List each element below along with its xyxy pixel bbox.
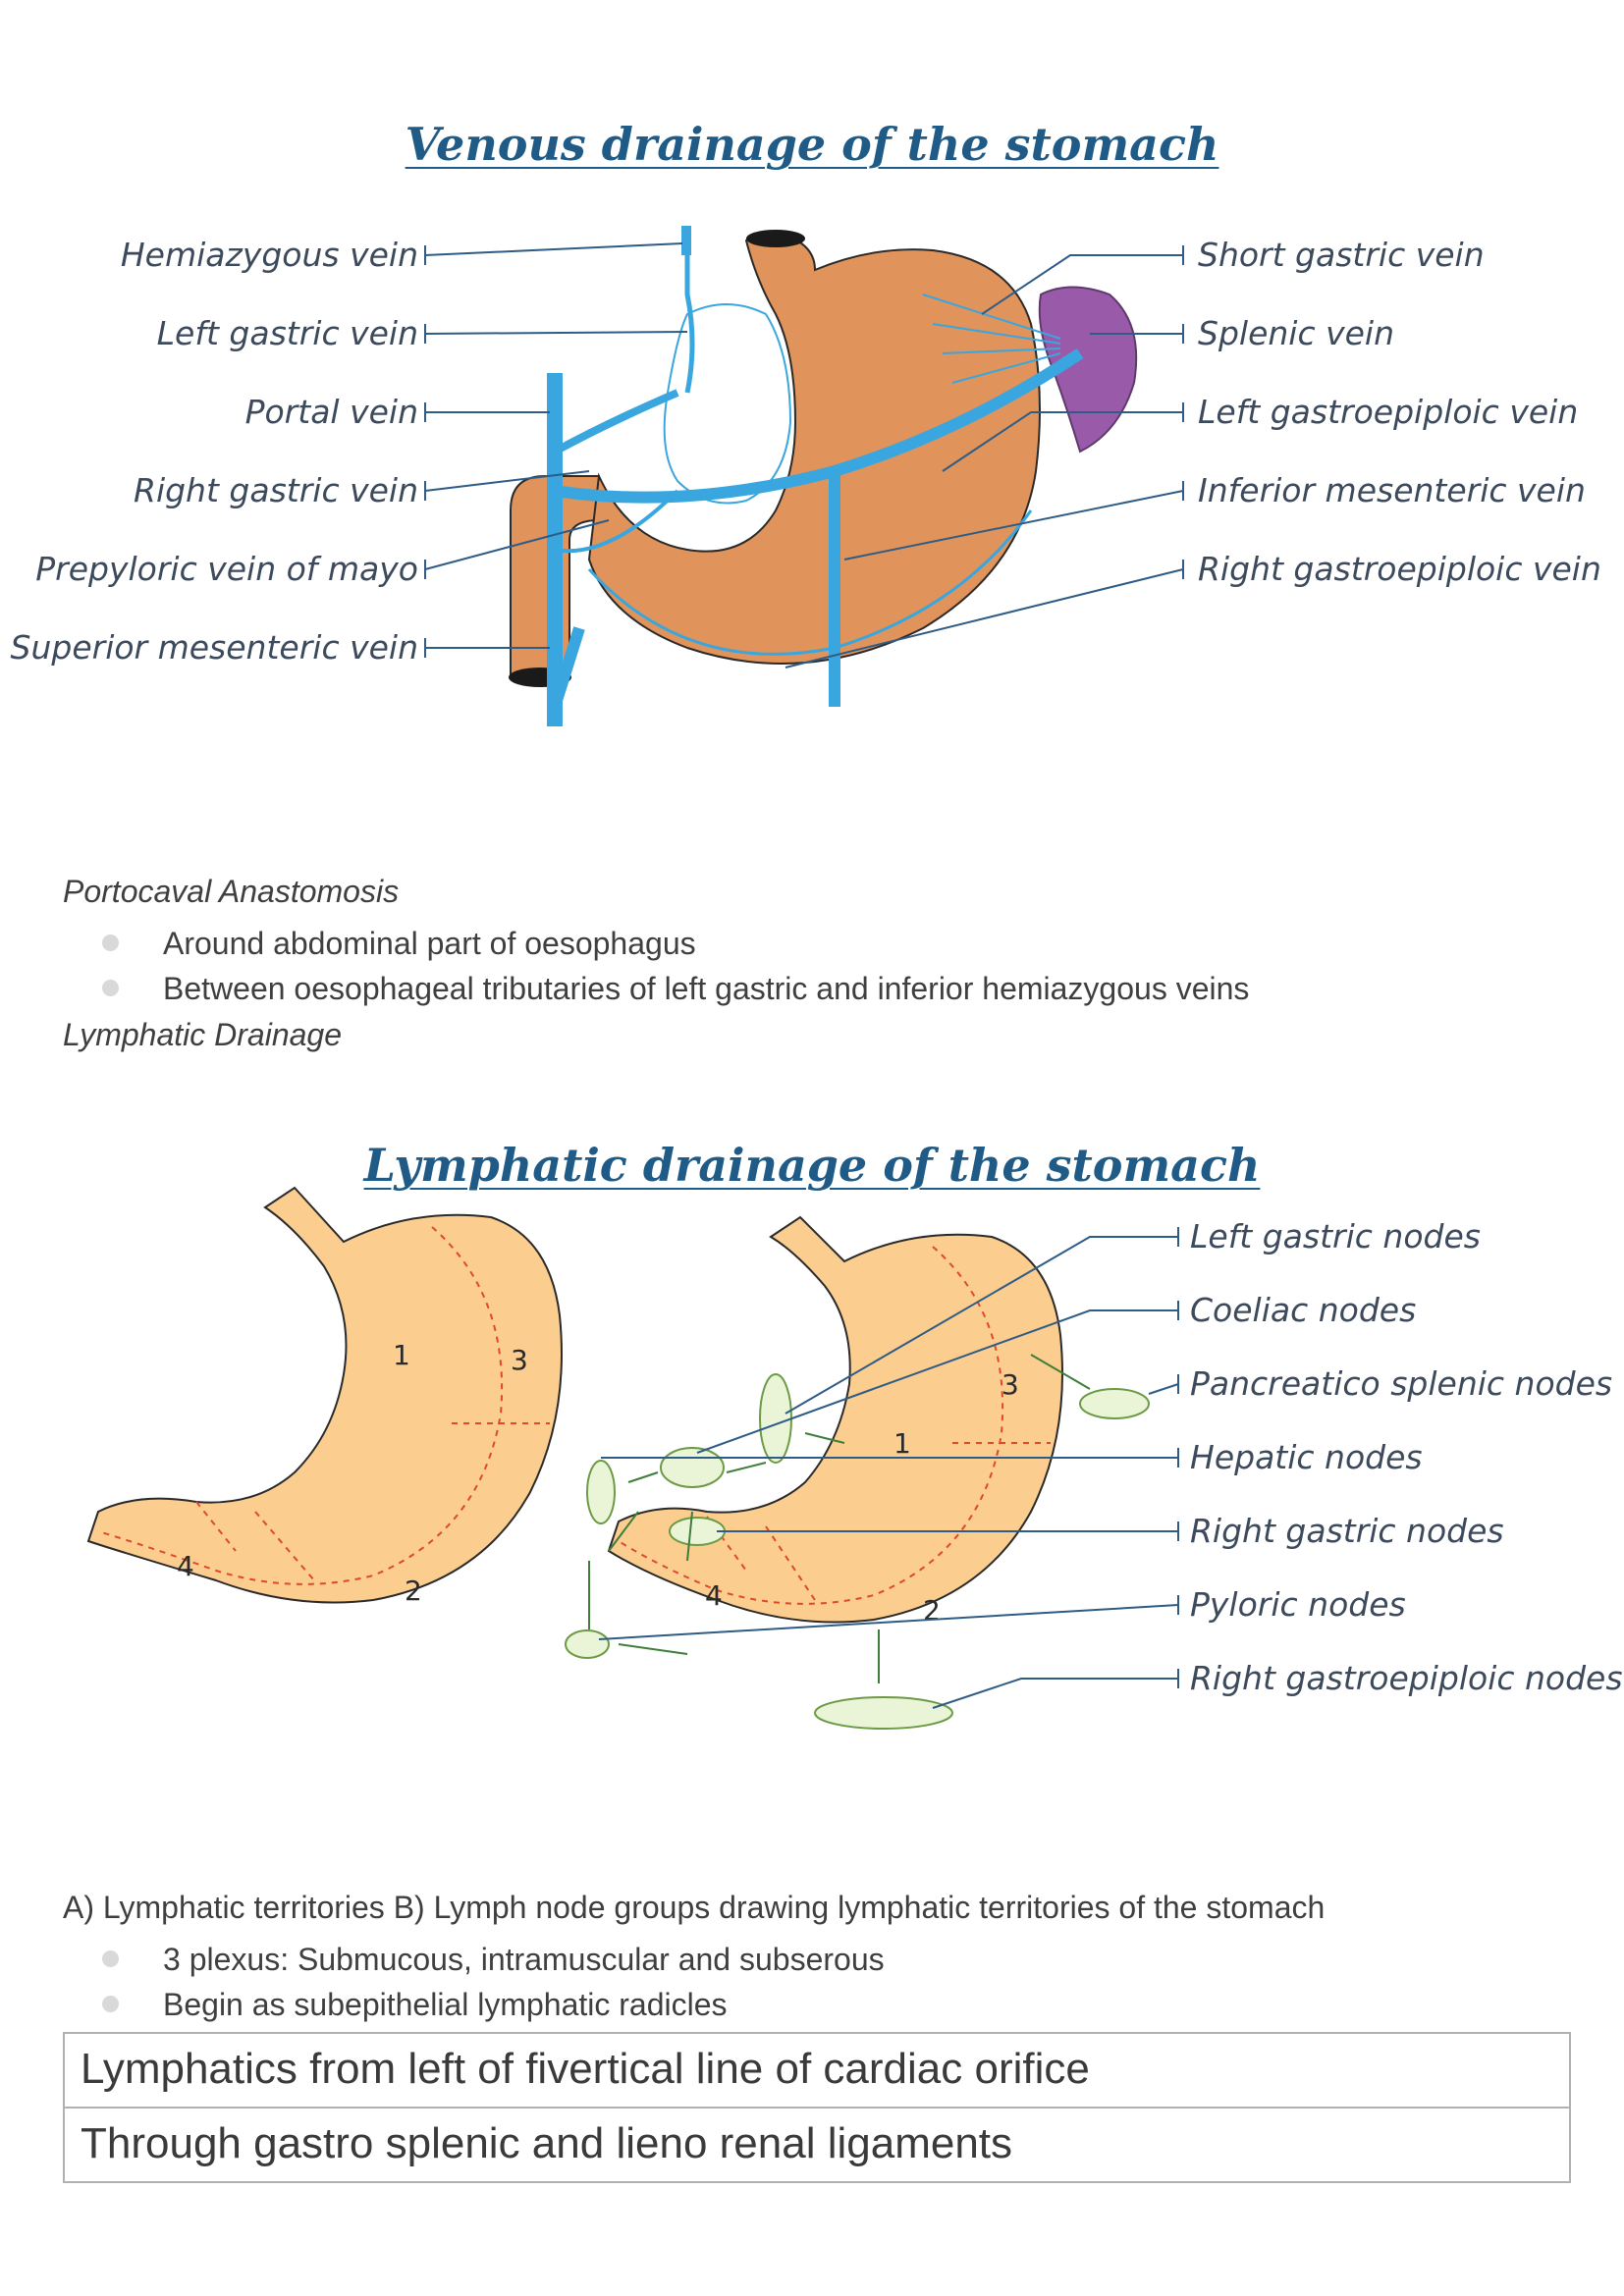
bullet-icon	[102, 1996, 119, 2012]
lesser-curvature-area	[663, 303, 792, 505]
figure-caption: A) Lymphatic territories B) Lymph node g…	[63, 1890, 1326, 1925]
stomach-b	[607, 1215, 1063, 1624]
label-left-gastric-nodes: Left gastric nodes	[1190, 1217, 1481, 1255]
label-prepyloric-vein: Prepyloric vein of mayo	[35, 550, 418, 588]
gastroepiploic-arcade	[587, 509, 1033, 656]
label-inferior-mesenteric-vein: Inferior mesenteric vein	[1198, 471, 1586, 509]
list-item: Between oesophageal tributaries of left …	[63, 966, 1249, 1011]
node-hepatic	[586, 1460, 616, 1524]
label-right-gastroepiploic-nodes: Right gastroepiploic nodes	[1190, 1659, 1623, 1697]
lymphatic-diagram: 1 2 3 4 1 2 3 4	[86, 1186, 1179, 1730]
cardia-opening	[746, 230, 805, 247]
table-row: Lymphatics from left of fivertical line …	[63, 2032, 1571, 2109]
label-short-gastric-vein: Short gastric vein	[1198, 236, 1485, 274]
node-pancreatico-splenic	[1079, 1388, 1150, 1419]
lymph-nodes	[565, 1373, 1150, 1730]
table-cell: Through gastro splenic and lieno renal l…	[63, 2107, 1571, 2183]
superior-mesenteric-vein	[549, 626, 585, 709]
node-pyloric	[565, 1629, 610, 1659]
short-gastric-veins	[922, 294, 1061, 384]
node-right-gastroepiploic	[814, 1696, 953, 1730]
right-gastric-vein	[554, 489, 679, 554]
lymphatic-drainage-figure: Lymphatic drainage of the stomach 1 2 3 …	[0, 1119, 1624, 1747]
label-right-gastric-vein: Right gastric vein	[134, 471, 418, 509]
lymph-leader-lines	[598, 1236, 1179, 1709]
bullet-icon	[102, 1950, 119, 1967]
node-right-gastric	[669, 1517, 726, 1546]
right-leader-lines	[785, 254, 1184, 668]
label-superior-mesenteric-vein: Superior mesenteric vein	[10, 628, 418, 667]
b-territory-3: 3	[1001, 1368, 1019, 1401]
lymphatic-heading: Lymphatic Drainage	[63, 1017, 343, 1052]
bullet-icon	[102, 980, 119, 996]
a-territory-3: 3	[511, 1344, 528, 1376]
portocaval-list: Around abdominal part of oesophagus Betw…	[63, 921, 1249, 1011]
label-portal-vein: Portal vein	[244, 393, 418, 431]
a-territory-4: 4	[177, 1550, 194, 1582]
bullet-icon	[102, 934, 119, 951]
hemiazygous-vein	[684, 245, 695, 394]
hemiazygous-stub	[681, 226, 691, 255]
venous-figure-title: Venous drainage of the stomach	[405, 118, 1219, 171]
a-territory-2: 2	[405, 1575, 422, 1607]
node-left-gastric	[759, 1373, 792, 1464]
b-territory-2: 2	[923, 1594, 941, 1627]
spleen	[1038, 286, 1138, 454]
left-gastric-vein	[553, 389, 679, 455]
list-item: Around abdominal part of oesophagus	[63, 921, 1249, 966]
lymphatic-figure-title: Lymphatic drainage of the stomach	[363, 1139, 1261, 1192]
venous-drainage-figure: Venous drainage of the stomach	[0, 98, 1624, 746]
label-pancreatico-splenic-nodes: Pancreatico splenic nodes	[1190, 1364, 1613, 1403]
list-item: 3 plexus: Submucous, intramuscular and s…	[63, 1937, 885, 1982]
stomach-a	[86, 1186, 563, 1604]
stomach-body	[587, 233, 1041, 665]
label-left-gastric-vein: Left gastric vein	[156, 314, 418, 352]
label-hemiazygous-vein: Hemiazygous vein	[120, 236, 418, 274]
venous-diagram	[424, 226, 1184, 726]
node-coeliac	[660, 1447, 725, 1488]
a-territory-1: 1	[393, 1339, 410, 1371]
table-row: Through gastro splenic and lieno renal l…	[63, 2107, 1571, 2183]
list-item: Begin as subepithelial lymphatic radicle…	[63, 1982, 885, 2027]
lymph-flow-arrows	[588, 1354, 1091, 1683]
label-hepatic-nodes: Hepatic nodes	[1190, 1438, 1423, 1476]
lymph-list: 3 plexus: Submucous, intramuscular and s…	[63, 1937, 885, 2027]
info-table: Lymphatics from left of fivertical line …	[63, 2032, 1571, 2183]
label-left-gastroepiploic-vein: Left gastroepiploic vein	[1198, 393, 1579, 431]
portocaval-heading: Portocaval Anastomosis	[63, 874, 400, 909]
label-right-gastric-nodes: Right gastric nodes	[1190, 1512, 1504, 1550]
b-territory-1: 1	[893, 1427, 911, 1460]
label-splenic-vein: Splenic vein	[1198, 314, 1394, 352]
table-cell: Lymphatics from left of fivertical line …	[63, 2032, 1571, 2109]
b-territory-4: 4	[705, 1579, 723, 1612]
label-pyloric-nodes: Pyloric nodes	[1190, 1585, 1406, 1624]
label-coeliac-nodes: Coeliac nodes	[1190, 1291, 1417, 1329]
label-right-gastroepiploic-vein: Right gastroepiploic vein	[1198, 550, 1601, 588]
left-leader-lines	[424, 242, 688, 649]
